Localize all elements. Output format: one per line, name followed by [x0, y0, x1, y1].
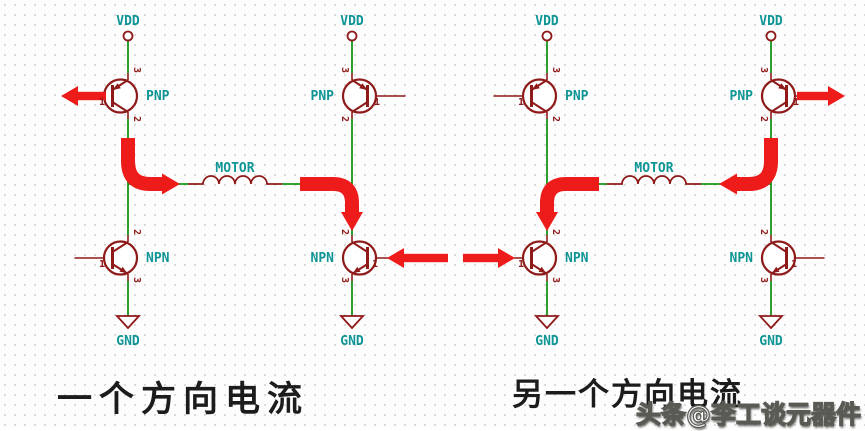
gnd-label: GND [340, 334, 364, 349]
pnp-label: PNP [730, 89, 754, 104]
pin-number: 1 [518, 259, 524, 270]
pin-number: 3 [550, 277, 561, 283]
pin-number: 2 [339, 116, 350, 122]
base-arrow-right-head-icon [828, 86, 845, 106]
vdd-label: VDD [759, 14, 783, 29]
pin-number: 3 [339, 277, 350, 283]
pnp-label: PNP [311, 89, 335, 104]
npn-label: NPN [311, 251, 335, 266]
right-panel-labels: VDD VDD PNP PNP NPN NPN MOTOR GND GND [535, 14, 783, 349]
base-arrow-into-npn-icon [404, 253, 448, 263]
pin-number: 2 [758, 116, 769, 122]
pin-number: 1 [99, 259, 105, 270]
left-panel-labels: VDD VDD PNP PNP NPN NPN MOTOR GND GND [116, 14, 364, 349]
motor-label: MOTOR [215, 161, 254, 176]
right-panel: VDD VDD PNP PNP NPN NPN MOTOR GND GND 1 … [463, 14, 845, 349]
pin-number: 1 [791, 259, 797, 270]
pnp-label: PNP [565, 89, 589, 104]
caption-direction-2: 另一个方向电流 [512, 377, 743, 413]
pin-number: 3 [758, 67, 769, 73]
pin-number: 3 [131, 277, 142, 283]
pin-number: 3 [758, 277, 769, 283]
pin-number: 2 [339, 229, 350, 235]
pin-number: 2 [131, 116, 142, 122]
npn-label: NPN [146, 251, 170, 266]
left-panel: VDD VDD PNP PNP NPN NPN MOTOR GND GND 1 … [61, 14, 448, 349]
pin-number: 3 [550, 67, 561, 73]
vdd-label: VDD [340, 14, 364, 29]
current-arrow-right-down-icon [300, 177, 359, 212]
base-arrow-into-npn-icon [463, 253, 498, 263]
vdd-label: VDD [116, 14, 140, 29]
base-arrow-left-icon [78, 91, 106, 101]
vdd-label: VDD [535, 14, 559, 29]
base-arrow-into-npn-head-icon [387, 248, 404, 268]
pin-number: 3 [339, 67, 350, 73]
pin-number: 1 [372, 259, 378, 270]
base-arrow-into-npn-head-icon [498, 248, 515, 268]
base-arrow-left-head-icon [61, 86, 78, 106]
current-arrow-down-left-icon [737, 138, 778, 191]
current-arrows-direction-2 [463, 86, 845, 268]
current-arrow-down-right-head-icon [162, 173, 180, 195]
npn-label: NPN [565, 251, 589, 266]
right-panel-pin-numbers: 1 3 2 1 3 2 1 2 3 1 2 3 [518, 67, 799, 283]
pin-number: 1 [99, 97, 105, 108]
bridge-circuit [75, 32, 406, 329]
left-panel-pin-numbers: 1 3 2 1 3 2 1 2 3 1 2 3 [99, 67, 380, 283]
pin-number: 1 [374, 97, 380, 108]
base-arrow-right-icon [797, 91, 828, 101]
pin-number: 2 [131, 229, 142, 235]
gnd-label: GND [535, 334, 559, 349]
pin-number: 1 [518, 97, 524, 108]
current-arrow-down-right-icon [121, 138, 162, 191]
watermark-text: 头条@李工谈元器件 [635, 399, 861, 429]
pnp-label: PNP [146, 89, 170, 104]
gnd-label: GND [759, 334, 783, 349]
npn-label: NPN [730, 251, 754, 266]
motor-label: MOTOR [634, 161, 673, 176]
pin-number: 2 [758, 229, 769, 235]
bridge-circuit [494, 32, 825, 329]
pin-number: 2 [550, 116, 561, 122]
pin-number: 2 [550, 229, 561, 235]
pin-number: 1 [793, 97, 799, 108]
current-arrow-right-down-head-icon [341, 212, 363, 231]
pin-number: 3 [131, 67, 142, 73]
current-arrows-direction-1 [61, 86, 448, 268]
current-arrow-left-down-head-icon [536, 212, 558, 231]
caption-direction-1: 一个方向电流 [57, 380, 310, 420]
gnd-label: GND [116, 334, 140, 349]
current-arrow-down-left-head-icon [719, 173, 737, 195]
current-arrow-left-down-icon [540, 177, 599, 212]
